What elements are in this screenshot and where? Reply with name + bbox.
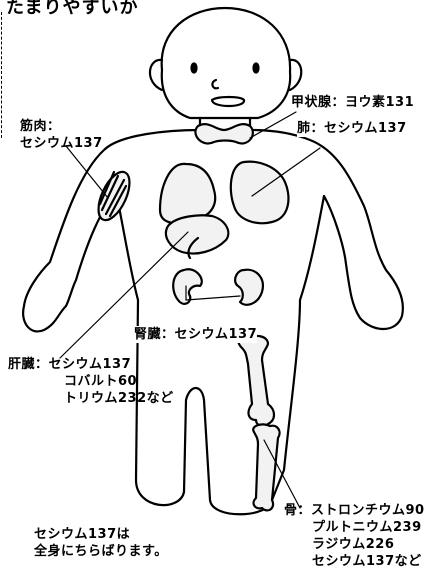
- label-bone-line4: セシウム137など: [284, 553, 425, 570]
- mouth: [212, 97, 244, 106]
- label-liver-line1: 肝臓：セシウム137: [8, 356, 174, 373]
- label-muscle-value: セシウム137: [20, 135, 103, 152]
- femur-bone: [238, 336, 274, 426]
- label-muscle-title: 筋肉：: [20, 118, 103, 135]
- label-liver-line3: トリウム232など: [8, 390, 174, 407]
- tibia-bone: [253, 424, 279, 510]
- label-kidney: 腎臓：セシウム137: [134, 326, 257, 343]
- pointer-kidney: [186, 286, 240, 300]
- nose: [212, 80, 218, 88]
- head-outline: [162, 8, 291, 118]
- label-liver-line2: コバルト60: [8, 373, 174, 390]
- right-kidney: [235, 270, 263, 305]
- liver-organ: [166, 215, 228, 253]
- label-lung: 肺：セシウム137: [297, 120, 407, 137]
- note-line2: 全身にちらばります。: [34, 543, 168, 560]
- left-eye: [192, 64, 197, 73]
- right-eye: [254, 64, 259, 73]
- right-lung: [231, 162, 289, 224]
- label-thyroid: 甲状腺：ヨウ素131: [291, 94, 414, 111]
- label-bone: 骨：ストロンチウム90 プルトニウム239 ラジウム226 セシウム137など: [284, 502, 425, 570]
- thyroid-organ: [195, 124, 252, 143]
- note-cesium: セシウム137は 全身にちらばります。: [34, 526, 168, 560]
- right-ear: [290, 60, 301, 90]
- pointer-muscle: [66, 146, 108, 198]
- label-bone-line3: ラジウム226: [284, 536, 425, 553]
- label-bone-line1: 骨：ストロンチウム90: [284, 502, 425, 519]
- note-line1: セシウム137は: [34, 526, 168, 543]
- arm-muscle: [92, 167, 136, 224]
- label-liver: 肝臓：セシウム137 コバルト60 トリウム232など: [8, 356, 174, 407]
- label-muscle: 筋肉： セシウム137: [20, 118, 103, 152]
- left-ear: [150, 60, 162, 90]
- label-bone-line2: プルトニウム239: [284, 519, 425, 536]
